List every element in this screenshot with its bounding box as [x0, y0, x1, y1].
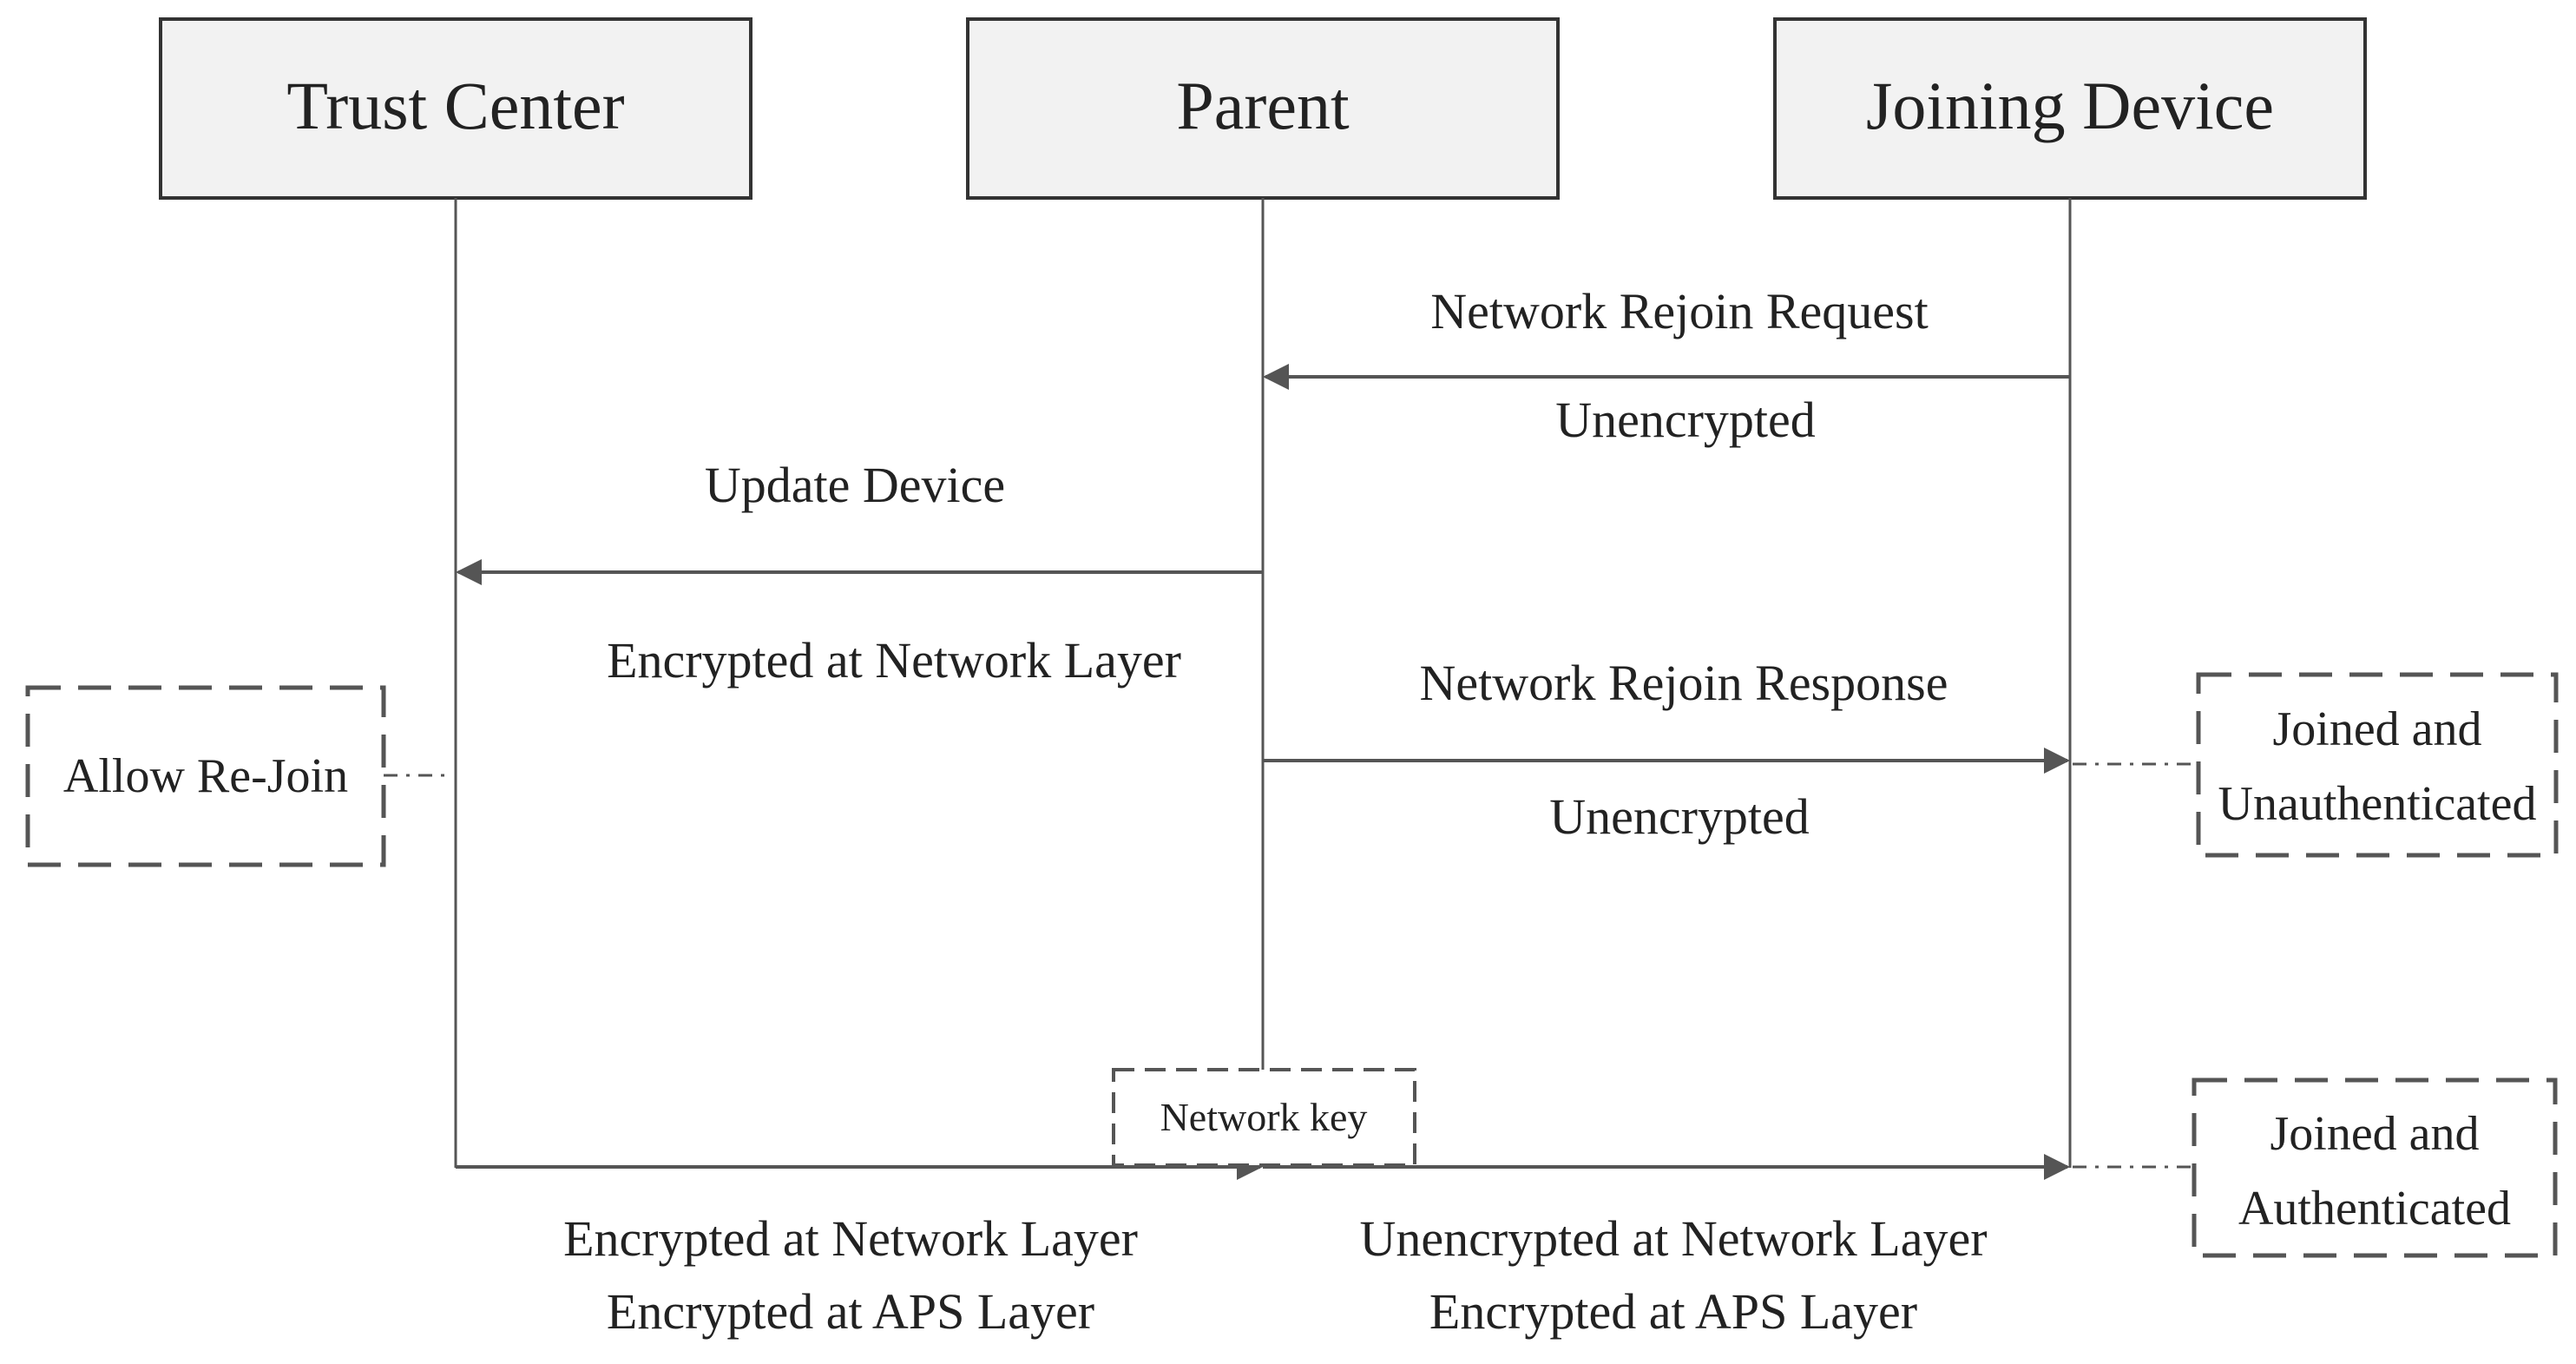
rejoin-request-title: Network Rejoin Request — [1430, 283, 1928, 339]
participant-parent: Parent — [966, 17, 1560, 200]
update-device-subtitle: Encrypted at Network Layer — [607, 632, 1181, 689]
state-allow-rejoin: Allow Re-Join — [25, 685, 453, 867]
update-device-title: Update Device — [705, 457, 1005, 513]
network-key-left-line1: Encrypted at Network Layer — [563, 1210, 1138, 1267]
message-update-device: Update Device Encrypted at Network Layer — [456, 457, 1263, 689]
message-network-key: Network key Encrypted at Network Layer E… — [456, 1068, 2070, 1340]
message-rejoin-response: Network Rejoin Response Unencrypted — [1263, 655, 2070, 845]
state-joined-unauthenticated: Joined and Unauthenticated — [2073, 672, 2559, 858]
rejoin-request-subtitle: Unencrypted — [1555, 392, 1816, 448]
participant-trust-center-label: Trust Center — [286, 68, 624, 143]
participant-joining-device: Joining Device — [1773, 17, 2367, 200]
state-joined-authenticated: Joined and Authenticated — [2073, 1077, 2558, 1258]
network-key-left-line2: Encrypted at APS Layer — [607, 1283, 1094, 1340]
message-rejoin-request: Network Rejoin Request Unencrypted — [1263, 283, 2070, 448]
rejoin-response-subtitle: Unencrypted — [1549, 788, 1810, 845]
network-key-label: Network key — [1160, 1095, 1368, 1139]
unauth-line1: Joined and — [2272, 702, 2481, 756]
network-key-box — [1112, 1068, 1416, 1167]
allow-rejoin-label: Allow Re-Join — [63, 749, 348, 803]
participant-trust-center: Trust Center — [159, 17, 752, 200]
participant-parent-label: Parent — [1176, 68, 1350, 143]
network-key-right-line1: Unencrypted at Network Layer — [1359, 1210, 1987, 1267]
auth-line1: Joined and — [2270, 1107, 2479, 1161]
unauth-line2: Unauthenticated — [2218, 777, 2537, 831]
auth-line2: Authenticated — [2238, 1182, 2511, 1236]
participant-joining-device-label: Joining Device — [1866, 68, 2274, 143]
rejoin-response-title: Network Rejoin Response — [1420, 655, 1948, 711]
network-key-right-line2: Encrypted at APS Layer — [1429, 1283, 1917, 1340]
